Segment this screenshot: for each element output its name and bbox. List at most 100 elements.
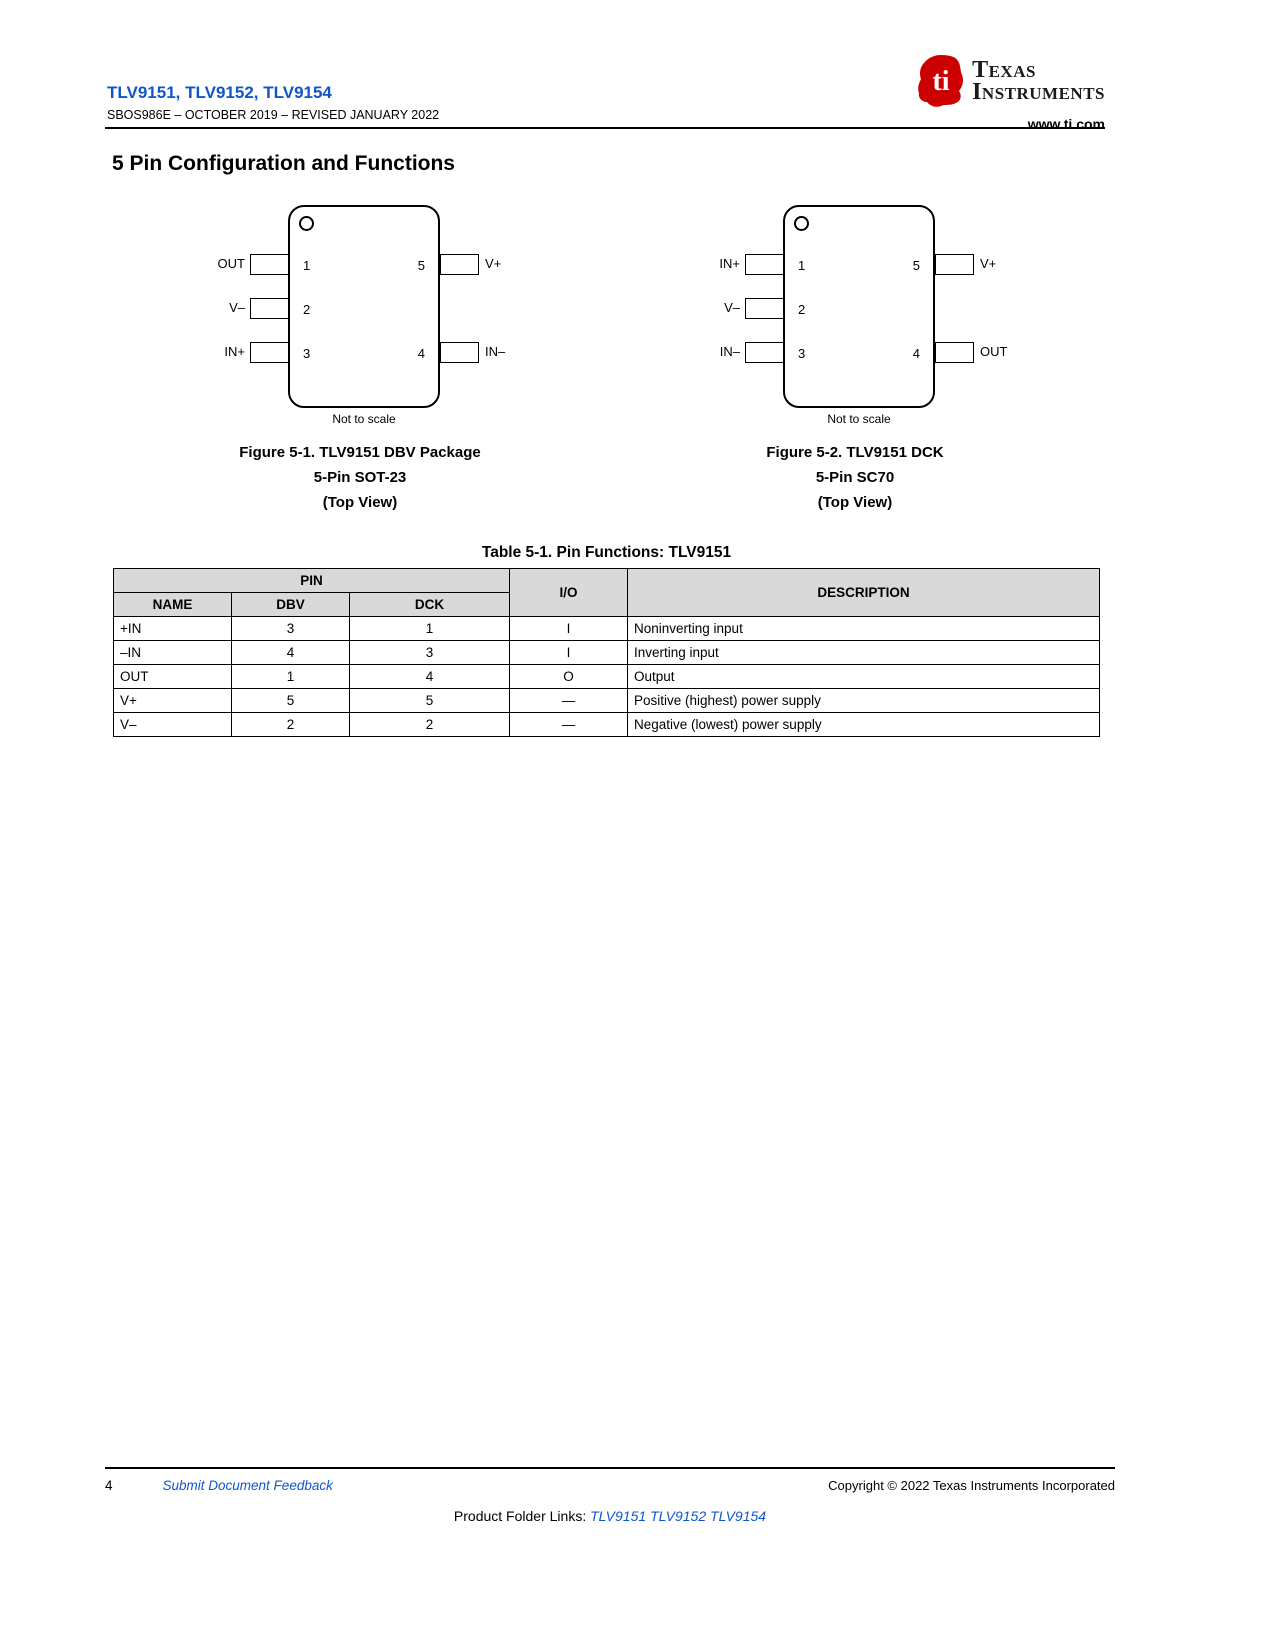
pin-io-cell: — (509, 712, 628, 737)
column-header-dbv: DBV (231, 592, 350, 617)
product-link-tlv9154[interactable]: TLV9154 (710, 1508, 767, 1524)
figure-caption: Figure 5-1. TLV9151 DBV Package 5-Pin SO… (195, 441, 525, 515)
table-row: V– 2 2 — Negative (lowest) power supply (113, 712, 1100, 737)
doc-revision-info: SBOS986E – OCTOBER 2019 – REVISED JANUAR… (107, 108, 440, 122)
pin-description-cell: Output (627, 664, 1100, 689)
pin-number: 3 (798, 346, 806, 361)
pin-label: V– (229, 300, 245, 315)
pin-dbv-cell: 4 (231, 640, 350, 665)
column-header-name: NAME (113, 592, 232, 617)
header-right: ti Texas Instruments www.ti.com (918, 55, 1105, 132)
pin-label: OUT (980, 344, 1008, 359)
pin-io-cell: O (509, 664, 628, 689)
pin-number: 5 (912, 258, 920, 273)
pin-number: 1 (798, 258, 806, 273)
pin-number: 4 (417, 346, 425, 361)
table-title: Table 5-1. Pin Functions: TLV9151 (481, 544, 732, 561)
not-to-scale-note: Not to scale (827, 412, 891, 426)
submit-feedback-link[interactable]: Submit Document Feedback (162, 1478, 333, 1493)
pin-label: V+ (485, 256, 502, 271)
pin-label: OUT (217, 256, 245, 271)
page-footer: 4 Submit Document Feedback Copyright © 2… (105, 1478, 1115, 1493)
pin-dck-cell: 5 (349, 688, 510, 713)
column-header-pin-group: PIN (113, 568, 510, 593)
pin-label: IN– (485, 344, 506, 359)
product-links-label: Product Folder Links: (453, 1508, 587, 1524)
pin-lead (745, 254, 784, 275)
not-to-scale-note: Not to scale (332, 412, 396, 426)
pin-io-cell: I (509, 640, 628, 665)
product-folder-links: Product Folder Links: TLV9151 TLV9152 TL… (105, 1508, 1115, 1524)
pin-functions-table: PIN I/O DESCRIPTION NAME DBV DCK +IN 3 1… (113, 568, 1100, 737)
pin-number: 5 (417, 258, 425, 273)
pin-lead (440, 254, 479, 275)
ti-bug-icon: ti (918, 55, 964, 112)
table-row: +IN 3 1 I Noninverting input (113, 616, 1100, 641)
pin-name-cell: +IN (113, 616, 232, 641)
pin-number: 3 (303, 346, 311, 361)
ti-website-link[interactable]: www.ti.com (1027, 116, 1105, 132)
footer-left: 4 Submit Document Feedback (105, 1478, 333, 1493)
pin-description-cell: Positive (highest) power supply (627, 688, 1100, 713)
pin-description-cell: Negative (lowest) power supply (627, 712, 1100, 737)
header-left: TLV9151, TLV9152, TLV9154 SBOS986E – OCT… (107, 55, 439, 122)
pin-lead (250, 254, 289, 275)
column-header-dck: DCK (349, 592, 510, 617)
pin-lead (935, 342, 974, 363)
figure-dck-package: 1 2 3 5 4 IN+ V– IN– V+ OUT Not to scale… (690, 205, 1020, 515)
product-link-tlv9151[interactable]: TLV9151 (590, 1508, 647, 1524)
pin-dbv-cell: 1 (231, 664, 350, 689)
pin-lead (745, 298, 784, 319)
figure-caption-line2: 5-Pin SOT-23 (313, 468, 407, 486)
pin-number: 2 (303, 302, 311, 317)
product-link-tlv9152[interactable]: TLV9152 (650, 1508, 707, 1524)
ti-brand-text: Texas Instruments (972, 55, 1105, 104)
pin-description-cell: Inverting input (627, 640, 1100, 665)
pin-diagram-dck: 1 2 3 5 4 IN+ V– IN– V+ OUT Not to scale (690, 205, 1020, 437)
pin-dck-cell: 4 (349, 664, 510, 689)
pin-io-cell: — (509, 688, 628, 713)
ti-brand-line1: Texas (972, 57, 1036, 83)
pin-dck-cell: 1 (349, 616, 510, 641)
figure-caption-line1: Figure 5-1. TLV9151 DBV Package (239, 444, 481, 461)
page-number: 4 (105, 1478, 113, 1493)
part-numbers-link[interactable]: TLV9151, TLV9152, TLV9154 (107, 83, 332, 102)
section-title: 5 Pin Configuration and Functions (112, 152, 455, 175)
chip-body: 1 2 3 5 4 (783, 205, 935, 408)
figure-caption-line3: (Top View) (817, 493, 893, 511)
chip-body: 1 2 3 5 4 (288, 205, 440, 408)
figure-dbv-package: 1 2 3 5 4 OUT V– IN+ V+ IN– Not to scale… (195, 205, 525, 515)
pin-dck-cell: 2 (349, 712, 510, 737)
pin-description-cell: Noninverting input (627, 616, 1100, 641)
figure-caption-line3: (Top View) (322, 493, 398, 511)
pin-label: IN+ (224, 344, 245, 359)
column-header-description: DESCRIPTION (627, 568, 1100, 617)
pin-number: 4 (912, 346, 920, 361)
pin-lead (440, 342, 479, 363)
pin-lead (250, 342, 289, 363)
pin-dck-cell: 3 (349, 640, 510, 665)
pin-label: V– (724, 300, 740, 315)
copyright-notice: Copyright © 2022 Texas Instruments Incor… (828, 1478, 1115, 1493)
pin-name-cell: V– (113, 712, 232, 737)
figure-caption: Figure 5-2. TLV9151 DCK 5-Pin SC70 (Top … (690, 441, 1020, 515)
pin-dbv-cell: 2 (231, 712, 350, 737)
pin-number: 2 (798, 302, 806, 317)
pin-number: 1 (303, 258, 311, 273)
pin-lead (250, 298, 289, 319)
table-row: OUT 1 4 O Output (113, 664, 1100, 689)
pin-label: IN– (719, 344, 740, 359)
pin-label: IN+ (719, 256, 740, 271)
pin1-indicator-dot (794, 216, 809, 231)
pin-io-cell: I (509, 616, 628, 641)
pin-label: V+ (980, 256, 997, 271)
footer-divider (105, 1467, 1115, 1469)
svg-text:ti: ti (933, 66, 950, 97)
pin-lead (745, 342, 784, 363)
table-header-row: PIN I/O DESCRIPTION (113, 568, 1100, 617)
page-header: TLV9151, TLV9152, TLV9154 SBOS986E – OCT… (107, 55, 1105, 132)
pin-name-cell: V+ (113, 688, 232, 713)
header-divider (105, 127, 1105, 129)
figure-caption-line2: 5-Pin SC70 (815, 468, 895, 486)
